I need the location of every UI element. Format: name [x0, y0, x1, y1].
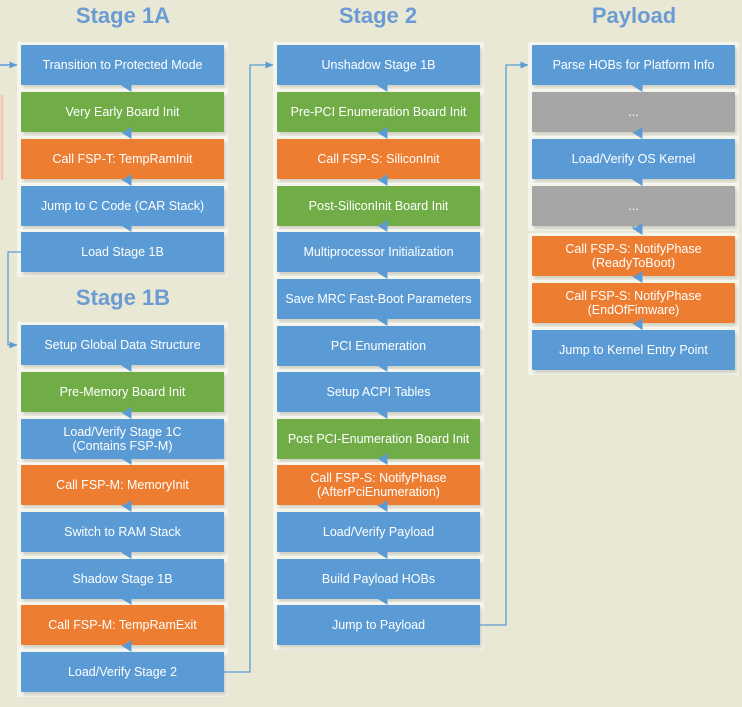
- flow-node[interactable]: Call FSP-M: MemoryInit: [21, 465, 224, 505]
- flow-node[interactable]: Load/Verify OS Kernel: [532, 139, 735, 179]
- flow-node[interactable]: Transition to Protected Mode: [21, 45, 224, 85]
- flow-node[interactable]: PCI Enumeration: [277, 326, 480, 366]
- flow-node[interactable]: Jump to Kernel Entry Point: [532, 330, 735, 370]
- flow-node[interactable]: Setup Global Data Structure: [21, 325, 224, 365]
- flow-node[interactable]: Save MRC Fast-Boot Parameters: [277, 279, 480, 319]
- connector-stage1b-to-stage2: [224, 61, 274, 673]
- flow-node[interactable]: Call FSP-S: SiliconInit: [277, 139, 480, 179]
- flow-node[interactable]: Call FSP-T: TempRamInit: [21, 139, 224, 179]
- flow-node[interactable]: Unshadow Stage 1B: [277, 45, 480, 85]
- flow-node[interactable]: Load/Verify Stage 1C (Contains FSP-M): [21, 419, 224, 459]
- flow-node[interactable]: Jump to C Code (CAR Stack): [21, 186, 224, 226]
- flow-node[interactable]: Very Early Board Init: [21, 92, 224, 132]
- flow-node[interactable]: Pre-Memory Board Init: [21, 372, 224, 412]
- flow-node[interactable]: Build Payload HOBs: [277, 559, 480, 599]
- flow-node[interactable]: Setup ACPI Tables: [277, 372, 480, 412]
- flow-node[interactable]: Post-SiliconInit Board Init: [277, 186, 480, 226]
- flow-node[interactable]: Call FSP-M: TempRamExit: [21, 605, 224, 645]
- flow-node[interactable]: Call FSP-S: NotifyPhase (ReadyToBoot): [532, 236, 735, 276]
- column-title-stage2: Stage 2: [338, 3, 418, 28]
- connector-stage2-to-payload: [480, 61, 529, 626]
- flow-node[interactable]: Pre-PCI Enumeration Board Init: [277, 92, 480, 132]
- flow-node[interactable]: Shadow Stage 1B: [21, 559, 224, 599]
- column-title-stage1b: Stage 1B: [75, 285, 171, 310]
- flow-node[interactable]: Call FSP-S: NotifyPhase (AfterPciEnumera…: [277, 465, 480, 505]
- flow-node[interactable]: Load/Verify Stage 2: [21, 652, 224, 692]
- flow-node[interactable]: ...: [532, 92, 735, 132]
- column-title-payload: Payload: [591, 3, 677, 28]
- flow-node[interactable]: Load/Verify Payload: [277, 512, 480, 552]
- flow-node[interactable]: Call FSP-S: NotifyPhase (EndOfFimware): [532, 283, 735, 323]
- flow-node[interactable]: Parse HOBs for Platform Info: [532, 45, 735, 85]
- flow-node[interactable]: Multiprocessor Initialization: [277, 232, 480, 272]
- flow-node[interactable]: Load Stage 1B: [21, 232, 224, 272]
- column-title-stage1a: Stage 1A: [75, 3, 171, 28]
- flow-node[interactable]: ...: [532, 186, 735, 226]
- flow-node[interactable]: Switch to RAM Stack: [21, 512, 224, 552]
- flow-node[interactable]: Post PCI-Enumeration Board Init: [277, 419, 480, 459]
- flow-node[interactable]: Jump to Payload: [277, 605, 480, 645]
